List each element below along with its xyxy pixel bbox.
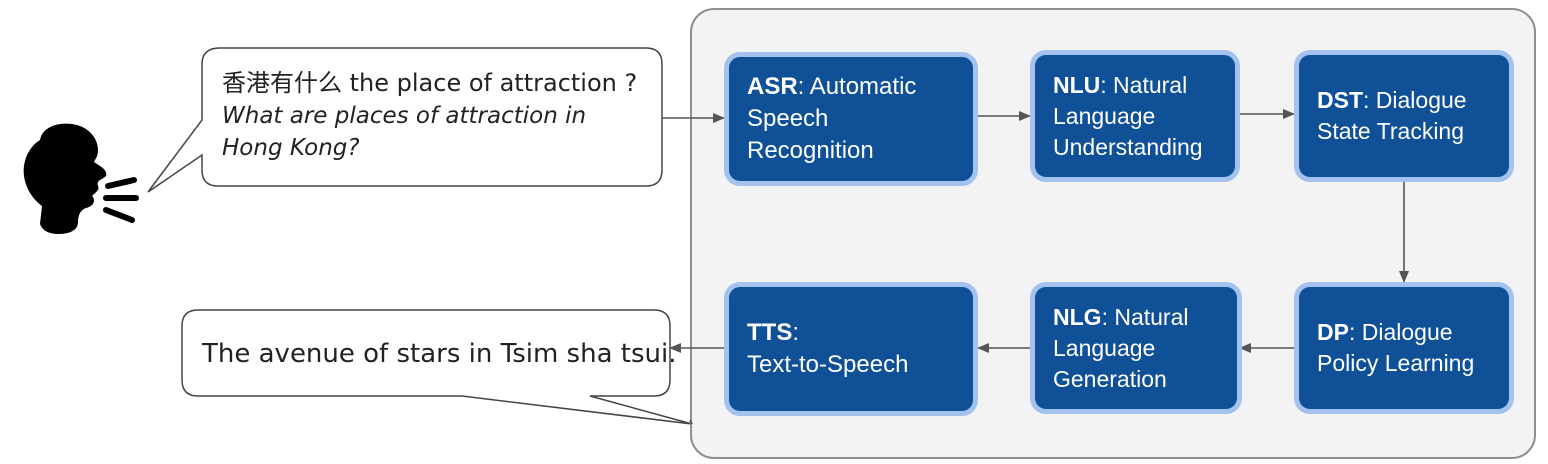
asr-line2: Speech: [747, 105, 829, 132]
dst-box: DST: Dialogue State Tracking: [1294, 50, 1514, 182]
nlu-box: NLU: Natural Language Understanding: [1030, 50, 1240, 182]
dp-abbr: DP: [1317, 319, 1349, 345]
tts-line2: Text-to-Speech: [747, 351, 909, 378]
nlu-line2: Language: [1053, 102, 1156, 129]
tts-abbr: TTS: [747, 319, 793, 346]
speech-translation: What are places of attraction in Hong Ko…: [222, 103, 587, 161]
response-bubble-text: The avenue of stars in Tsim sha tsui.: [202, 339, 677, 369]
nlu-abbr: NLU: [1053, 71, 1101, 98]
asr-title: : Automatic: [797, 73, 917, 100]
nlu-line3: Understanding: [1053, 133, 1203, 160]
nlg-title: : Natural: [1101, 303, 1189, 330]
dst-line2: State Tracking: [1317, 118, 1465, 144]
nlg-line3: Generation: [1053, 365, 1167, 392]
dp-title: : Dialogue: [1348, 319, 1453, 345]
tts-box: TTS: Text-to-Speech: [724, 282, 978, 416]
nlg-box: NLG: Natural Language Generation: [1030, 282, 1242, 414]
response-bubble: [181, 309, 693, 425]
speech-bubble: [147, 47, 663, 193]
dp-box: DP: Dialogue Policy Learning: [1294, 282, 1514, 414]
asr-abbr: ASR: [747, 73, 798, 100]
speaking-head-icon: [23, 123, 139, 234]
response-bubble-tail-inner: [689, 419, 693, 425]
tts-title: :: [792, 319, 799, 346]
nlu-title: : Natural: [1100, 71, 1188, 98]
speech-bubble-text: 香港有什么 the place of attraction ? What are…: [222, 66, 652, 164]
nlg-line2: Language: [1053, 334, 1156, 361]
dst-abbr: DST: [1317, 87, 1363, 113]
dp-line2: Policy Learning: [1317, 350, 1475, 376]
asr-box: ASR: Automatic Speech Recognition: [724, 52, 978, 186]
nlg-abbr: NLG: [1053, 303, 1102, 330]
speech-line-mixed: 香港有什么 the place of attraction ?: [222, 69, 638, 97]
dst-title: : Dialogue: [1363, 87, 1467, 113]
asr-line3: Recognition: [747, 137, 874, 164]
